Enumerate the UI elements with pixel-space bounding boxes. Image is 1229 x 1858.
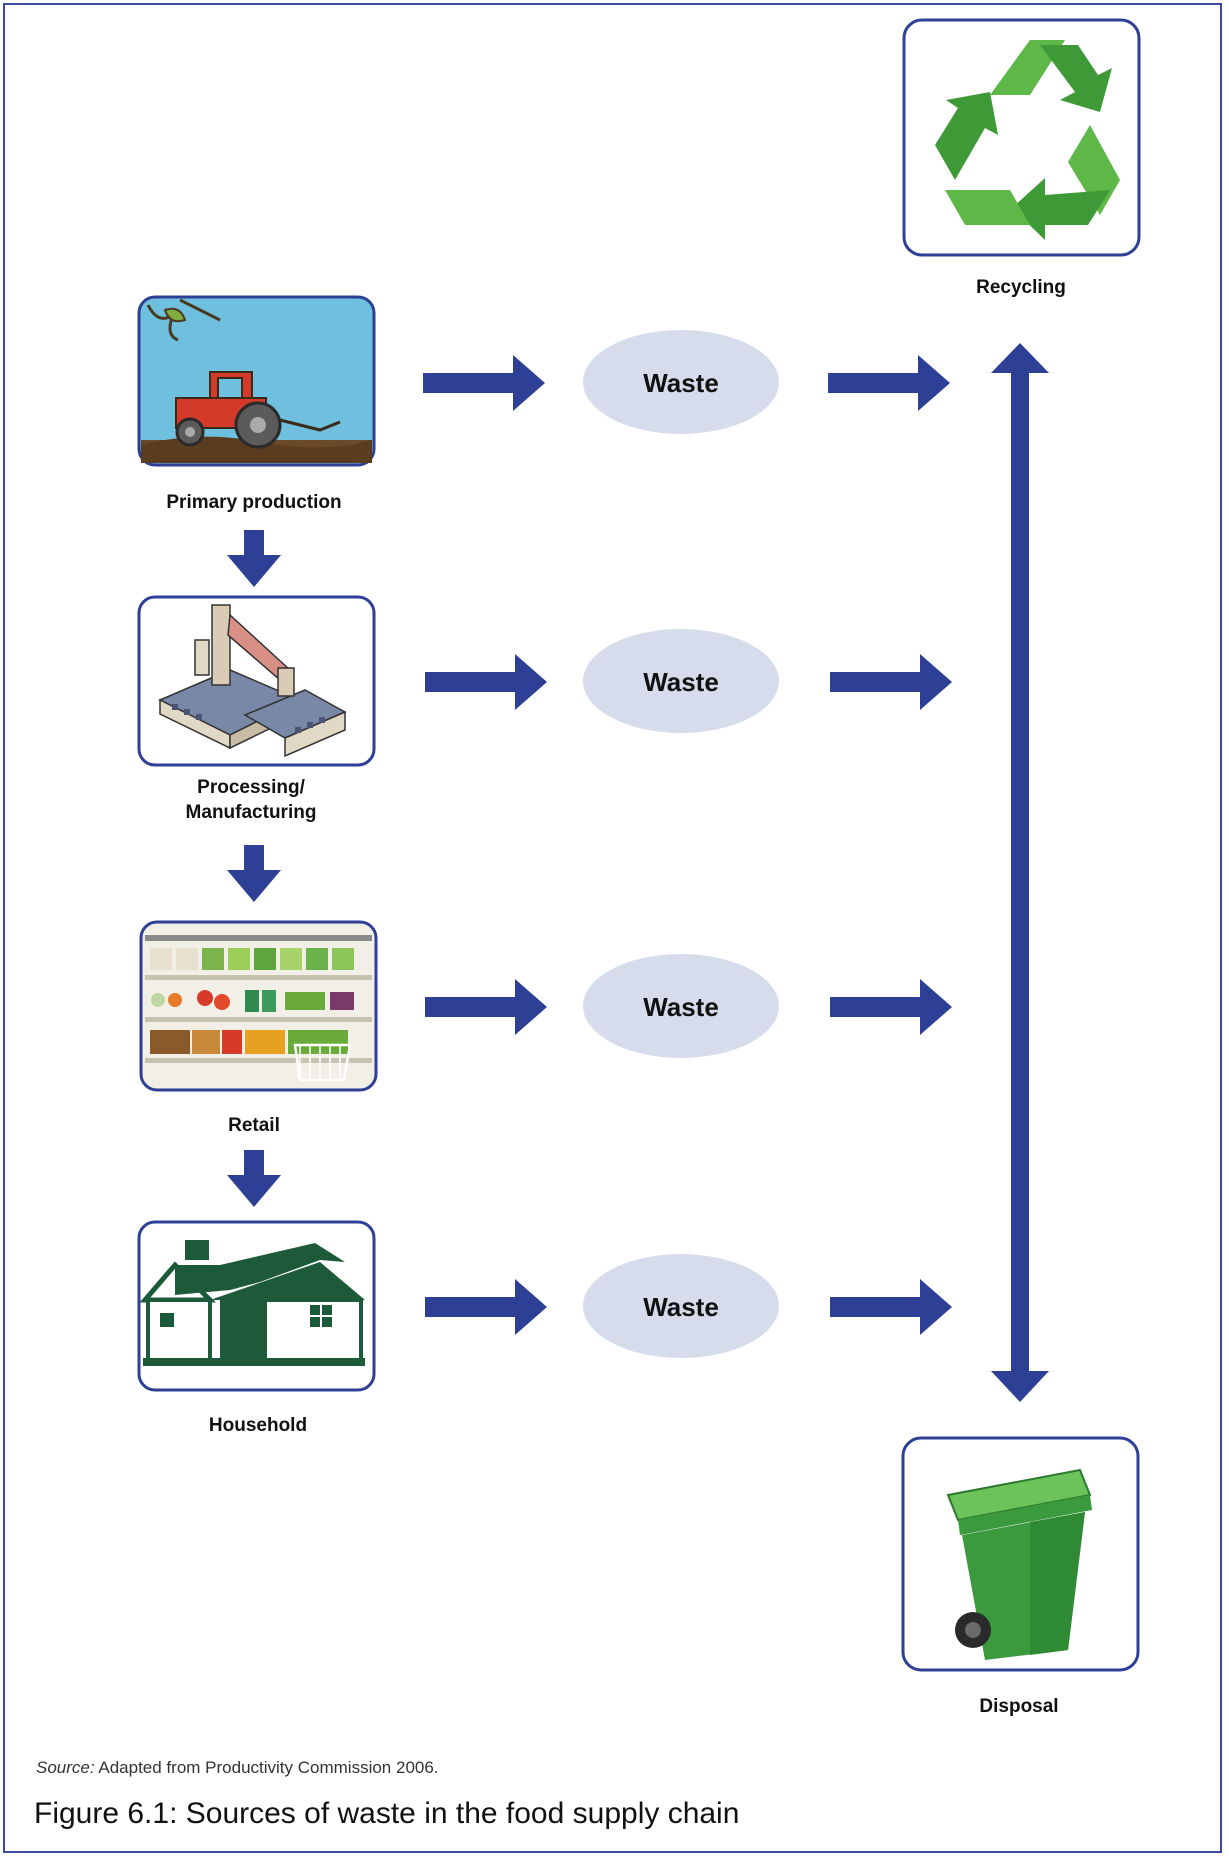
waste-node-2: Waste [583,629,779,733]
waste-label: Waste [643,667,719,697]
arrow-to-waste-4 [425,1279,547,1335]
source-text: Adapted from Productivity Commission 200… [94,1758,439,1777]
source-note: Source: Adapted from Productivity Commis… [36,1758,439,1778]
stage-processing-manufacturing: Processing/ Manufacturing [137,595,376,823]
arrow-to-waste-2 [425,654,547,710]
waste-label: Waste [643,1292,719,1322]
arrow-to-waste-3 [425,979,547,1035]
stage-label: Primary production [166,492,341,513]
outcome-recycling: Recycling [902,18,1141,298]
source-prefix: Source: [36,1758,95,1777]
stage-retail: Retail [139,920,378,1136]
waste-label: Waste [643,368,719,398]
stage-label-line-1: Processing/ [197,777,305,798]
stage-flow-arrows [227,530,281,1207]
arrow-to-waste-1 [423,355,545,411]
waste-arrows [423,355,952,1335]
figure-caption: Figure 6.1: Sources of waste in the food… [34,1797,740,1830]
stage-label-line-2: Manufacturing [186,802,317,823]
waste-node-4: Waste [583,1254,779,1358]
recycle-icon [935,40,1120,240]
outcome-label: Disposal [979,1696,1058,1717]
waste-node-3: Waste [583,954,779,1058]
stage-label: Retail [228,1115,280,1136]
outcome-label: Recycling [976,277,1066,298]
arrow-from-waste-1 [828,355,950,411]
arrow-from-waste-3 [830,979,952,1035]
waste-label: Waste [643,992,719,1022]
house-icon [137,1220,376,1392]
wheelie-bin-icon [946,1468,1092,1660]
down-arrow-3 [227,1150,281,1207]
down-arrow-2 [227,845,281,902]
arrow-from-waste-4 [830,1279,952,1335]
down-arrow-1 [227,530,281,587]
stage-primary-production: Primary production [137,295,376,513]
stage-label: Household [209,1415,307,1436]
recycling-disposal-double-arrow [991,343,1049,1402]
supermarket-shelves-icon [139,920,378,1092]
stage-household: Household [137,1220,376,1436]
figure-frame [3,3,1222,1853]
waste-node-1: Waste [583,330,779,434]
arrow-from-waste-2 [830,654,952,710]
outcome-disposal: Disposal [901,1436,1140,1717]
factory-icon [137,595,376,767]
tractor-icon [137,295,376,467]
